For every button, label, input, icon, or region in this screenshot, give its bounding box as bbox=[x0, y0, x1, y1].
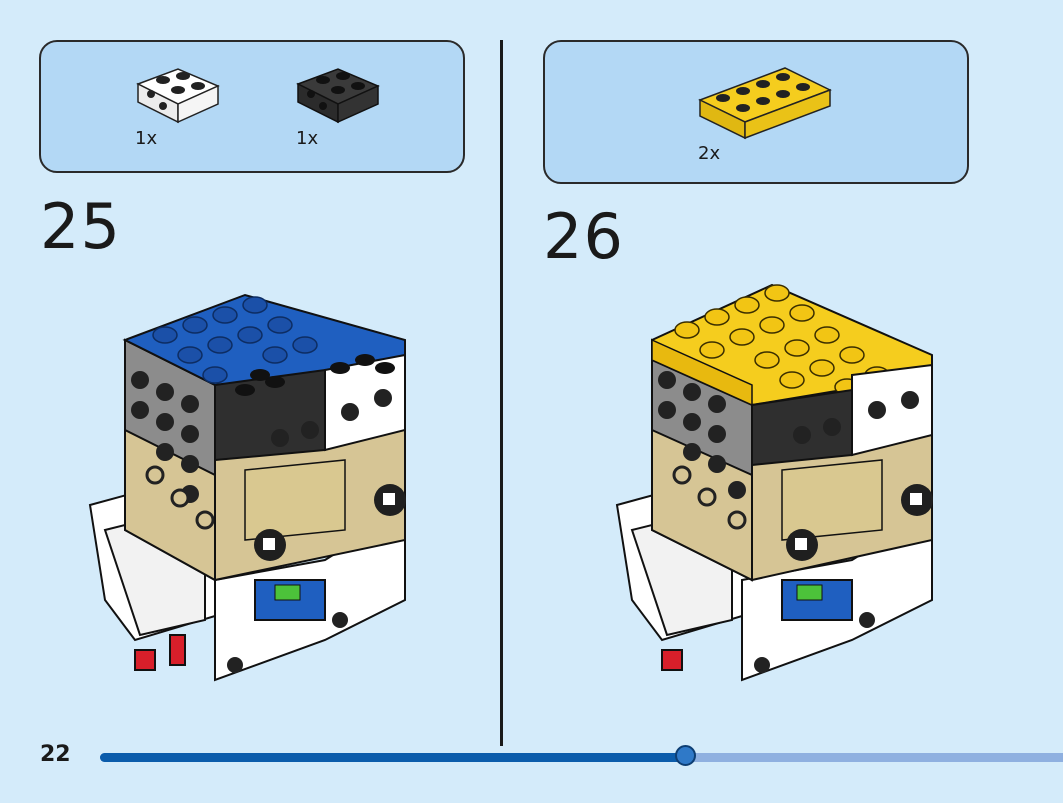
part-qty-black-bracket: 1x bbox=[296, 128, 319, 149]
step-number-26: 26 bbox=[543, 200, 624, 273]
part-qty-yellow-plate: 2x bbox=[698, 143, 721, 164]
progress-marker bbox=[674, 745, 696, 766]
black-bracket-plate-icon bbox=[296, 68, 380, 124]
step-divider bbox=[500, 40, 503, 746]
part-qty-white-bracket: 1x bbox=[135, 128, 158, 149]
brickheadz-model-step-25-icon bbox=[88, 293, 406, 682]
brickheadz-model-step-26-icon bbox=[615, 283, 933, 682]
page-number: 22 bbox=[40, 742, 71, 767]
parts-callout-step-26: 2x bbox=[543, 40, 969, 184]
progress-bar-fill bbox=[100, 753, 685, 762]
progress-bar bbox=[100, 745, 1063, 766]
step-number-25: 25 bbox=[40, 190, 121, 263]
parts-callout-step-25: 1x 1x bbox=[39, 40, 465, 173]
yellow-plate-2x4-icon bbox=[698, 67, 832, 140]
white-bracket-plate-icon bbox=[136, 68, 220, 124]
